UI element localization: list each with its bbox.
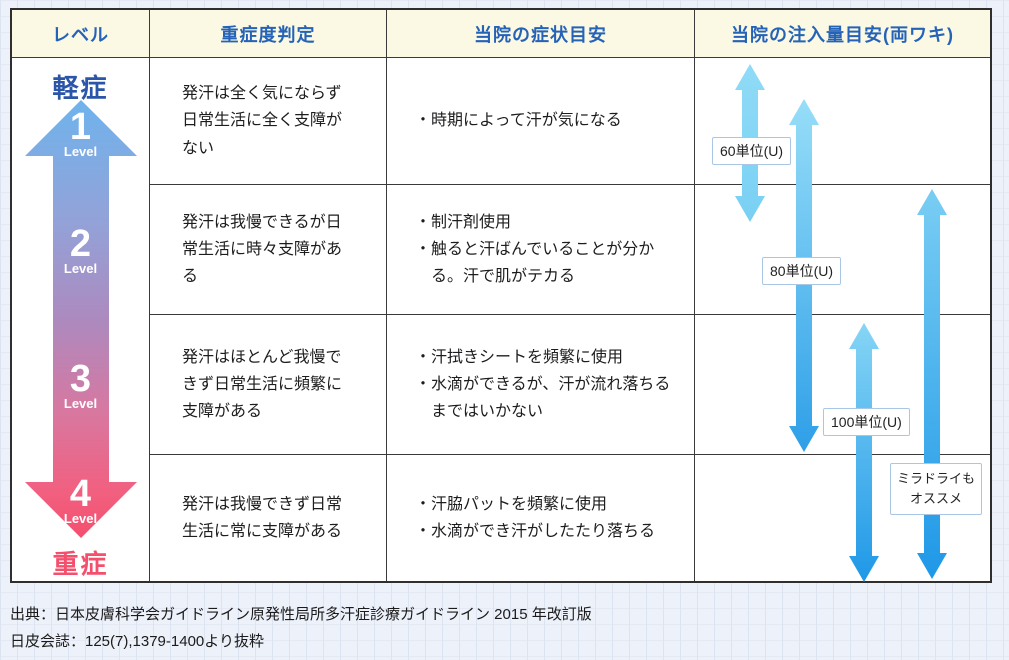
source-line-1: 出典：日本皮膚科学会ガイドライン原発性局所多汗症診療ガイドライン 2015 年改…: [10, 606, 592, 623]
severity-gradient-arrow-icon: [25, 100, 137, 538]
severe-label: 重症: [52, 549, 109, 579]
symptom-cell-4: ・汗脇パットを頻繁に使用 ・水滴ができ汗がしたたり落ちる: [387, 455, 695, 581]
level-1-caption: Level: [63, 144, 98, 159]
header-dose-label: 当院の注入量目安(両ワキ): [731, 24, 954, 45]
header-level-label: レベル: [52, 24, 109, 45]
level-4-caption: Level: [63, 511, 98, 526]
level-column: 軽症 1 Level 2 Level 3 Lev: [12, 58, 150, 581]
dose-arrow-100-icon: [849, 323, 879, 582]
dose-cell-2: [695, 185, 990, 315]
severity-cell-2: 発汗は我慢できるが日 常生活に時々支障があ る: [150, 185, 387, 315]
source-line-2: 日皮会誌：125(7),1379-1400より抜粋: [10, 633, 264, 650]
symptom-cell-2: ・制汗剤使用 ・触ると汗ばんでいることが分か る。汗で肌がテカる: [387, 185, 695, 315]
severity-cell-4: 発汗は我慢できず日常 生活に常に支障がある: [150, 455, 387, 581]
dose-tag-miradry: ミラドライも オススメ: [890, 463, 983, 516]
level-3-number: 3: [69, 358, 92, 400]
dose-tag-60: 60単位(U): [712, 137, 792, 165]
dose-cell-1: [695, 58, 990, 185]
dose-tag-80: 80単位(U): [762, 257, 842, 285]
level-badge-3: 3 Level: [12, 358, 149, 411]
header-symptoms: 当院の症状目安: [387, 10, 695, 58]
level-badge-4: 4 Level: [12, 473, 149, 526]
level-4-number: 4: [69, 473, 92, 515]
header-symptoms-label: 当院の症状目安: [474, 24, 607, 45]
severity-table: レベル 重症度判定 当院の症状目安 当院の注入量目安(両ワキ) 軽症 1 Lev…: [10, 8, 992, 583]
level-1-number: 1: [69, 106, 92, 148]
source-footer: 出典：日本皮膚科学会ガイドライン原発性局所多汗症診療ガイドライン 2015 年改…: [10, 601, 592, 655]
header-level: レベル: [12, 10, 150, 58]
severity-cell-3: 発汗はほとんど我慢で きず日常生活に頻繁に 支障がある: [150, 315, 387, 455]
dose-arrows-overlay: 60単位(U) 80単位(U) 100単位(U) ミラドライも オススメ: [12, 10, 990, 582]
dose-arrow-miradry-icon: [917, 189, 947, 579]
header-dose: 当院の注入量目安(両ワキ): [695, 10, 990, 58]
level-badge-1: 1 Level: [12, 106, 149, 159]
severity-cell-1: 発汗は全く気にならず 日常生活に全く支障が ない: [150, 58, 387, 185]
symptom-cell-1: ・時期によって汗が気になる: [387, 58, 695, 185]
symptom-cell-3: ・汗拭きシートを頻繁に使用 ・水滴ができるが、汗が流れ落ちる まではいかない: [387, 315, 695, 455]
level-2-caption: Level: [63, 261, 98, 276]
header-severity-label: 重症度判定: [220, 24, 316, 45]
level-2-number: 2: [69, 223, 92, 265]
level-badge-2: 2 Level: [12, 223, 149, 276]
mild-label: 軽症: [52, 73, 109, 103]
level-3-caption: Level: [63, 396, 98, 411]
header-severity: 重症度判定: [150, 10, 387, 58]
dose-tag-100: 100単位(U): [823, 408, 910, 436]
dose-cell-3: [695, 315, 990, 455]
